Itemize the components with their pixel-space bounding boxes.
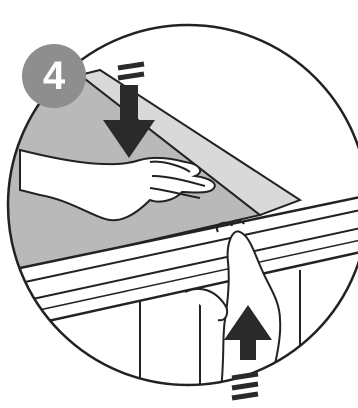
up-motion-lines: [232, 374, 258, 398]
step-number: 4: [43, 56, 65, 96]
step-badge: 4: [22, 44, 86, 108]
